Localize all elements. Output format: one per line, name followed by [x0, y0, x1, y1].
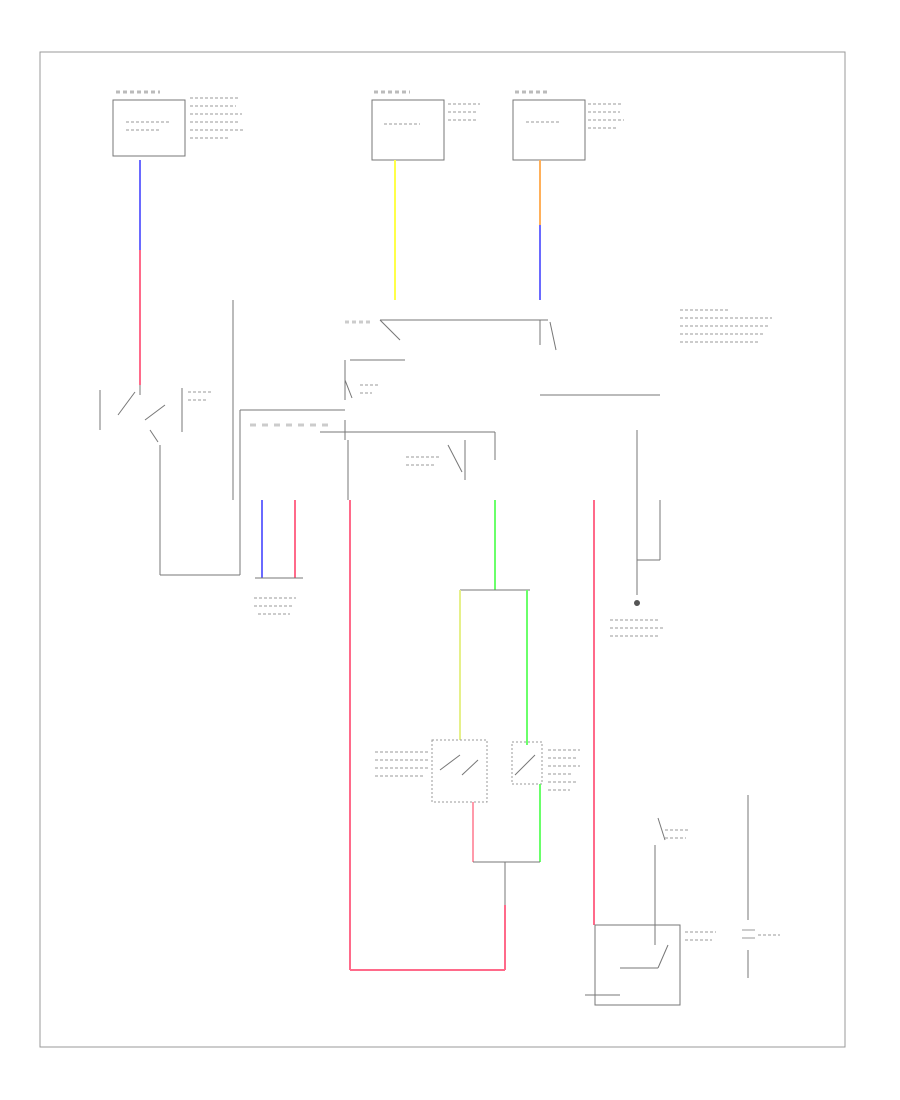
ignition-switch-2 — [345, 319, 557, 361]
connector-bottom — [254, 500, 303, 615]
clutch-pedal-switch — [511, 741, 580, 791]
wiring-note — [540, 309, 772, 396]
clutch-switch — [406, 440, 466, 480]
starter-relay — [320, 360, 496, 460]
transmission-range-switch — [375, 739, 488, 803]
ecm-center-module — [371, 90, 480, 161]
battery — [742, 795, 780, 978]
ground-point — [610, 430, 664, 637]
starter-motor — [585, 817, 716, 1006]
ecm-right-module — [512, 90, 624, 161]
ignition-switch — [99, 385, 212, 443]
diagram-frame — [39, 51, 846, 1048]
ecm-left-module — [112, 90, 244, 157]
